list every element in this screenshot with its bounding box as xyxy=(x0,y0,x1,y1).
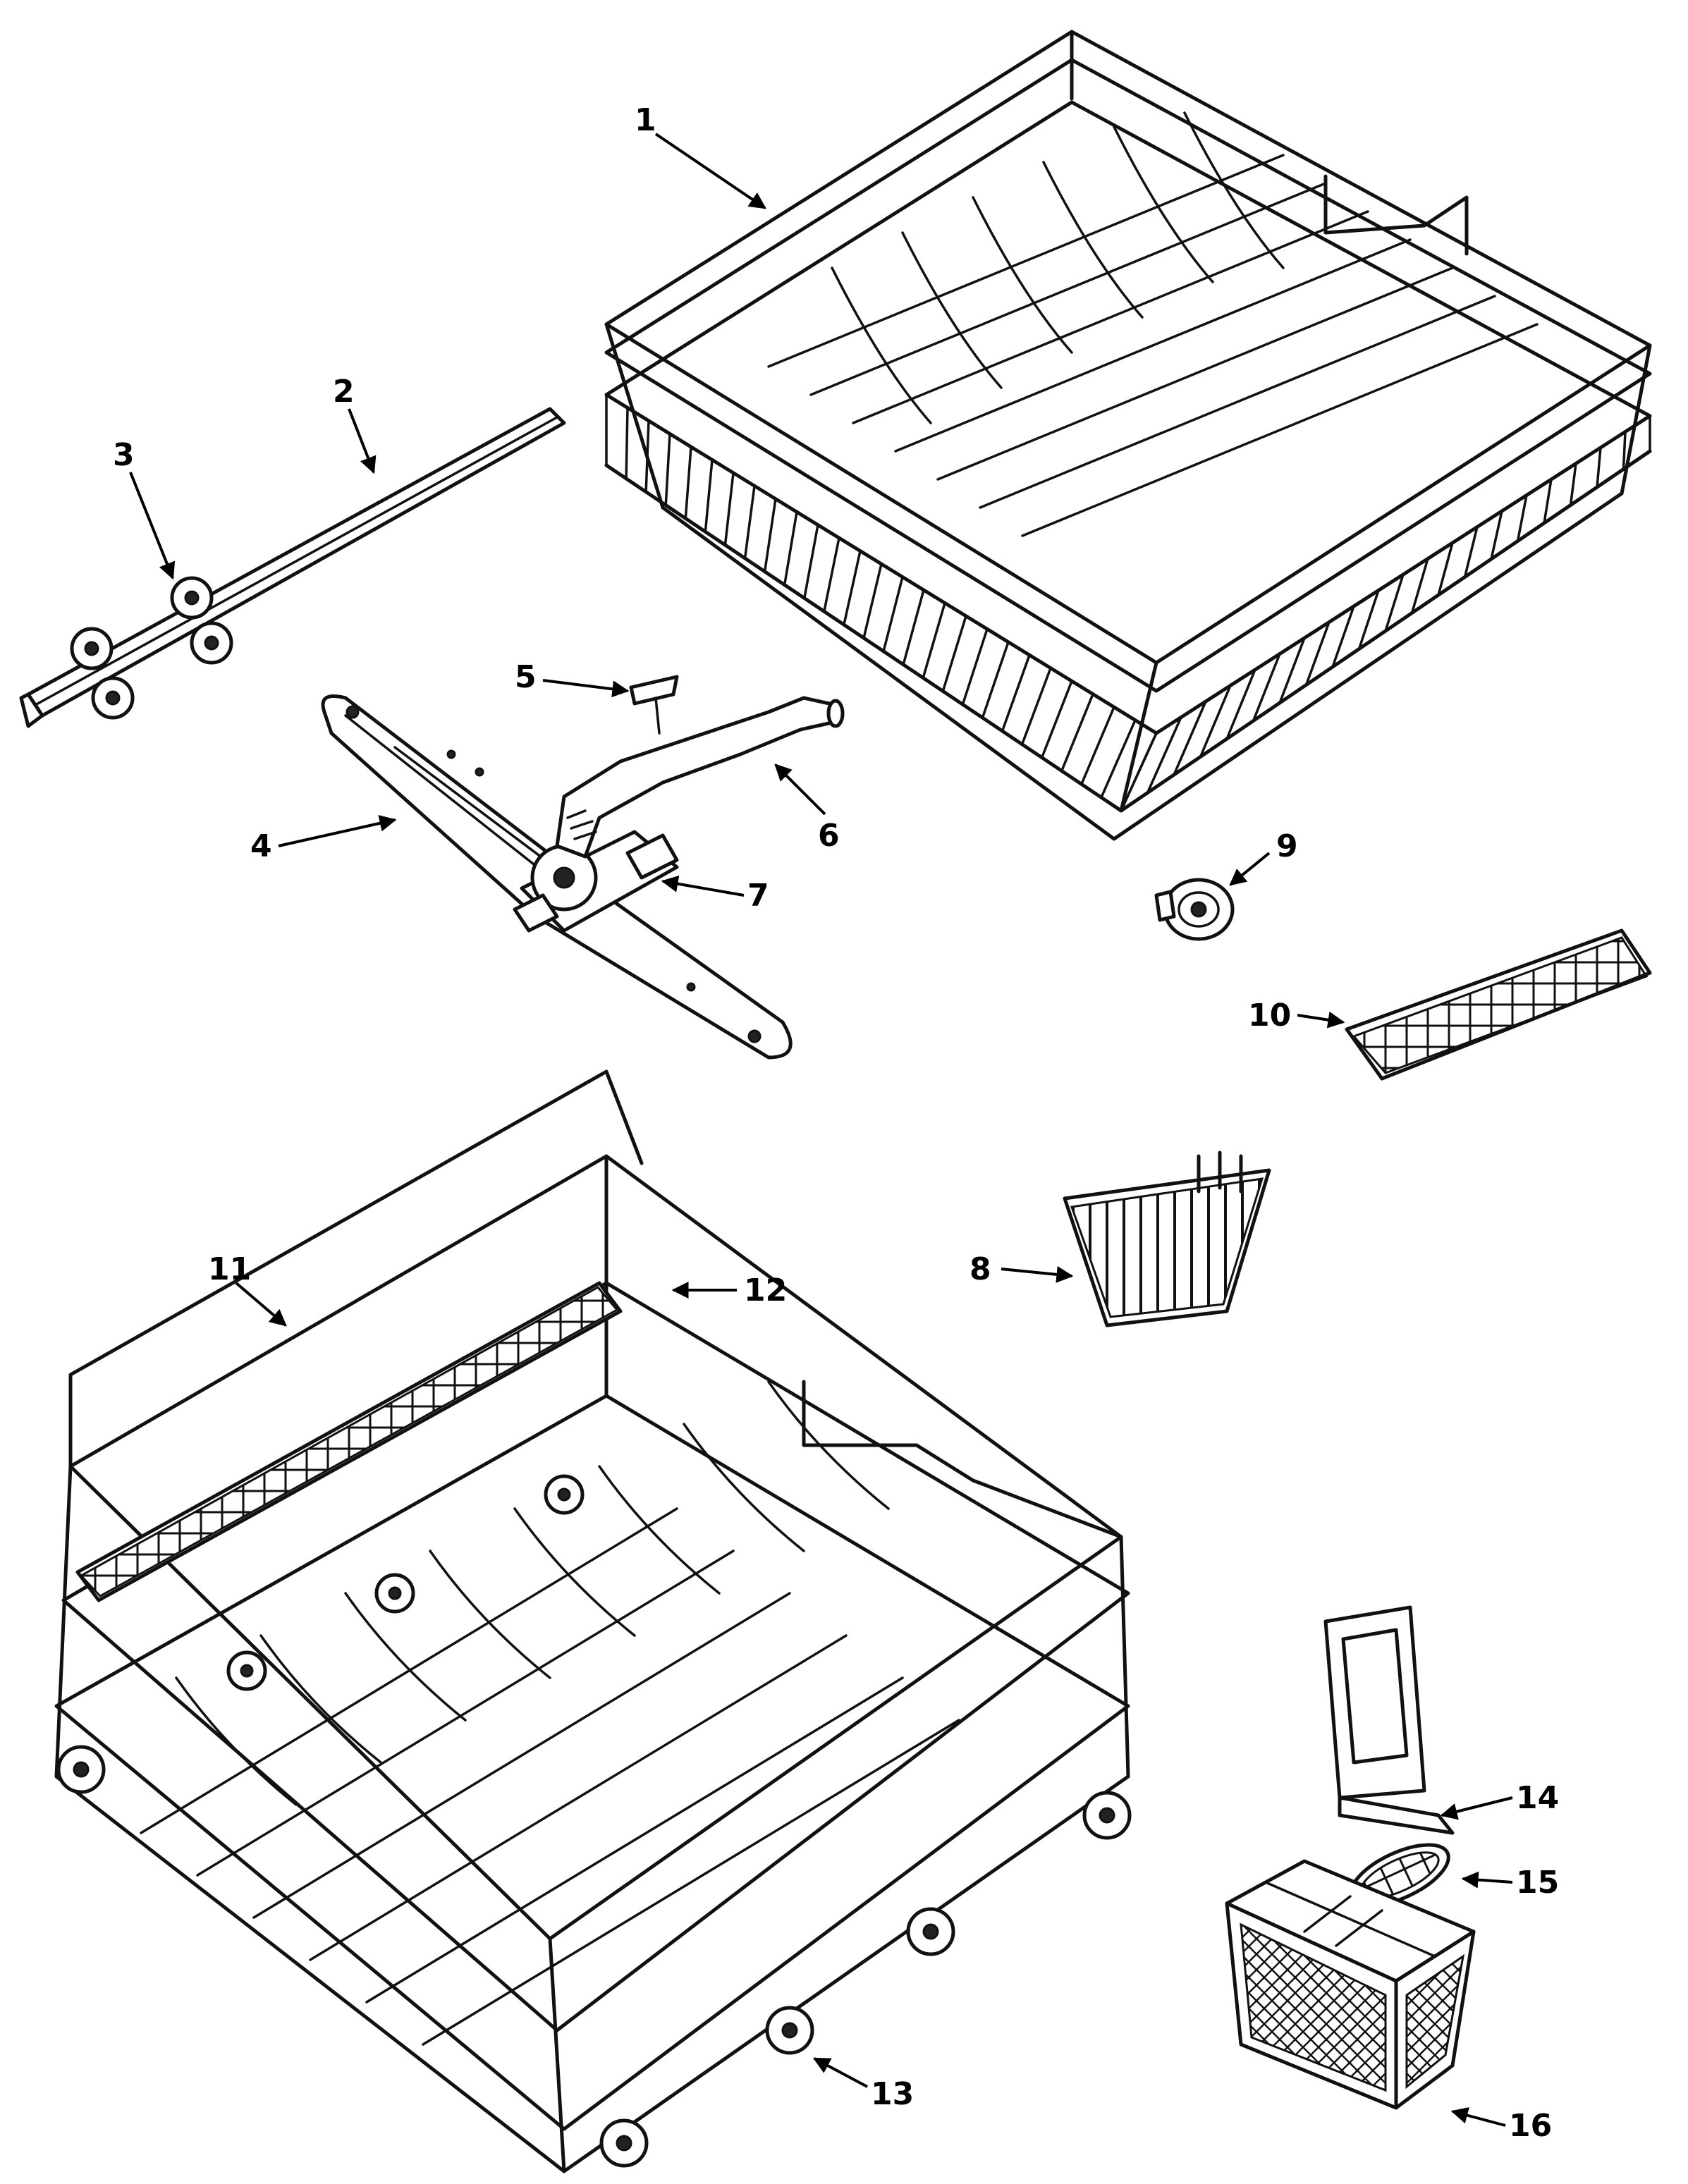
rack-tine xyxy=(1040,680,1073,759)
rack-tine xyxy=(922,601,946,680)
basket-lid xyxy=(1323,1605,1455,1835)
rack-tine xyxy=(843,549,862,626)
rack-tine xyxy=(1304,620,1331,687)
rack-tine xyxy=(1020,666,1052,746)
rack-tine xyxy=(1437,541,1454,596)
rack-tine xyxy=(1357,589,1380,651)
rack-tine xyxy=(664,432,671,507)
lower-rack-wheel xyxy=(765,2006,814,2055)
rack-wheel xyxy=(91,676,135,720)
rack-tine xyxy=(783,510,798,587)
lower-rack-side-clip xyxy=(544,1474,585,1515)
rack-tine xyxy=(1001,654,1031,732)
rack-tine xyxy=(1278,637,1306,704)
rack-tine xyxy=(902,589,925,666)
rack-tine xyxy=(1569,462,1577,507)
rack-tine xyxy=(1225,668,1256,740)
rack-tine xyxy=(1173,700,1207,776)
rack-tine xyxy=(1543,478,1553,524)
rack-rail-assembly xyxy=(19,407,566,728)
rack-tine xyxy=(1516,493,1528,543)
rack-tine xyxy=(1199,684,1232,759)
callout-14: 14 xyxy=(1516,1780,1559,1816)
rack-tine xyxy=(1080,706,1115,786)
callout-11: 11 xyxy=(208,1251,251,1287)
rack-tine xyxy=(941,615,967,693)
callout-1: 1 xyxy=(635,102,656,138)
rack-tine xyxy=(743,484,756,560)
silverware-basket-large xyxy=(1225,1859,1476,2110)
leader-lines xyxy=(129,133,1513,2127)
rack-tine xyxy=(1622,430,1627,471)
silverware-basket-small xyxy=(1063,1151,1271,1327)
rack-tine xyxy=(823,536,840,613)
cup-shelf xyxy=(1345,928,1652,1081)
lower-rack-wheel xyxy=(1082,1791,1132,1840)
lower-rack-wheel xyxy=(906,1907,955,1956)
conduit-clip xyxy=(629,675,679,735)
upper-rack xyxy=(604,30,1652,841)
callout-9: 9 xyxy=(1276,828,1298,864)
rack-wheel xyxy=(190,621,233,665)
callout-10: 10 xyxy=(1248,998,1291,1033)
rack-tine xyxy=(961,627,989,706)
callout-16: 16 xyxy=(1509,2108,1552,2144)
callout-5: 5 xyxy=(515,659,537,695)
callout-2: 2 xyxy=(333,374,355,410)
rack-tine xyxy=(723,472,735,546)
callout-8: 8 xyxy=(970,1251,991,1287)
rack-tine xyxy=(625,406,629,480)
rack-tine xyxy=(704,458,714,533)
rack-tine xyxy=(1060,692,1094,773)
callout-15: 15 xyxy=(1516,1865,1559,1901)
rack-tine xyxy=(1120,732,1158,812)
callout-7: 7 xyxy=(747,878,769,914)
rack-tine xyxy=(1100,718,1137,799)
callout-13: 13 xyxy=(871,2076,914,2112)
spray-arm-hub xyxy=(513,830,679,933)
lower-rack xyxy=(54,1069,1130,2173)
rack-tine xyxy=(803,523,819,600)
callout-6: 6 xyxy=(818,818,840,854)
rack-tine xyxy=(1146,716,1182,795)
rack-tine xyxy=(1596,446,1602,489)
rack-tine xyxy=(684,446,692,520)
rack-tine xyxy=(1331,605,1355,668)
rack-tine xyxy=(644,419,650,493)
rack-tine xyxy=(763,497,777,573)
callout-4: 4 xyxy=(250,828,272,864)
lower-rack-wheel xyxy=(56,1745,106,1794)
rack-tine xyxy=(1490,510,1503,560)
callout-12: 12 xyxy=(744,1272,787,1308)
fold-down-tine-row xyxy=(75,1281,623,1602)
upper-rack-wheel xyxy=(1154,878,1235,941)
lower-rack-side-clip xyxy=(374,1573,415,1614)
lower-rack-side-clip xyxy=(226,1650,267,1691)
rack-tine xyxy=(1410,557,1429,615)
callout-3: 3 xyxy=(113,437,135,473)
rack-tine xyxy=(1384,573,1405,632)
rack-tine xyxy=(882,575,904,653)
rack-tine xyxy=(1463,525,1479,579)
lower-rack-wheel xyxy=(599,2118,649,2168)
rack-tine xyxy=(1252,652,1281,723)
water-conduit xyxy=(555,696,845,859)
rack-tine xyxy=(981,641,1010,719)
rack-tine xyxy=(862,563,883,639)
rack-wheel xyxy=(70,627,114,670)
rack-wheel xyxy=(170,576,214,620)
